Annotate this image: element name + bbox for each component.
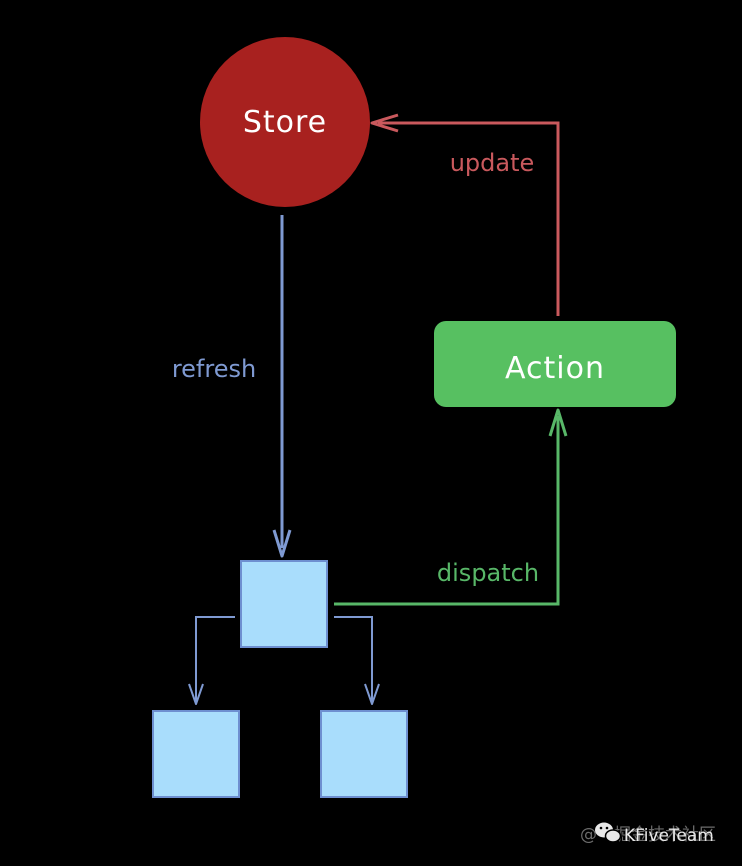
component-tree bbox=[152, 560, 408, 798]
left-child-component-box bbox=[152, 710, 240, 798]
dispatch-label: dispatch bbox=[437, 559, 539, 587]
refresh-edge: refresh bbox=[172, 215, 292, 558]
update-line bbox=[378, 121, 560, 316]
watermark-brand: KFiveTeam bbox=[624, 826, 714, 846]
refresh-arrowhead bbox=[272, 529, 292, 558]
left-child-arrowhead bbox=[188, 683, 204, 705]
store-circle bbox=[200, 37, 370, 207]
watermark-faded-text: 掘金技术社区 bbox=[614, 825, 716, 845]
action-label: Action bbox=[505, 351, 605, 386]
refresh-label: refresh bbox=[172, 355, 256, 383]
watermark-prefix: @ bbox=[580, 825, 597, 845]
dispatch-arrowhead bbox=[548, 408, 568, 437]
right-child-connector bbox=[334, 616, 373, 701]
action-node: Action bbox=[434, 321, 676, 407]
action-box bbox=[434, 321, 676, 407]
watermark: @ 掘金技术社区 KFiveTeam bbox=[580, 822, 716, 846]
dispatch-line bbox=[334, 416, 560, 606]
dispatch-edge: dispatch bbox=[334, 408, 568, 606]
wechat-icon bbox=[595, 822, 622, 843]
update-label: update bbox=[450, 149, 535, 177]
right-child-component-box bbox=[320, 710, 408, 798]
right-child-arrowhead bbox=[364, 683, 380, 705]
update-edge: update bbox=[370, 113, 560, 316]
left-child-connector bbox=[195, 616, 235, 701]
store-label: Store bbox=[243, 105, 327, 140]
root-component-box bbox=[240, 560, 328, 648]
update-arrowhead bbox=[370, 113, 399, 133]
store-node: Store bbox=[200, 37, 370, 207]
